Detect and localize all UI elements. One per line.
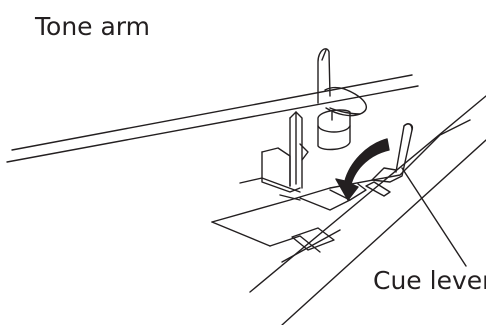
tone-arm-lift-finger [318,49,366,116]
cue-lever-leader [402,168,466,266]
cue-lever-label: Cue lever [373,268,486,293]
tone-arm-label: Tone arm [35,14,150,39]
tone-arm-tube [7,75,418,162]
motion-arrow [336,139,389,200]
arm-rest [318,110,350,149]
